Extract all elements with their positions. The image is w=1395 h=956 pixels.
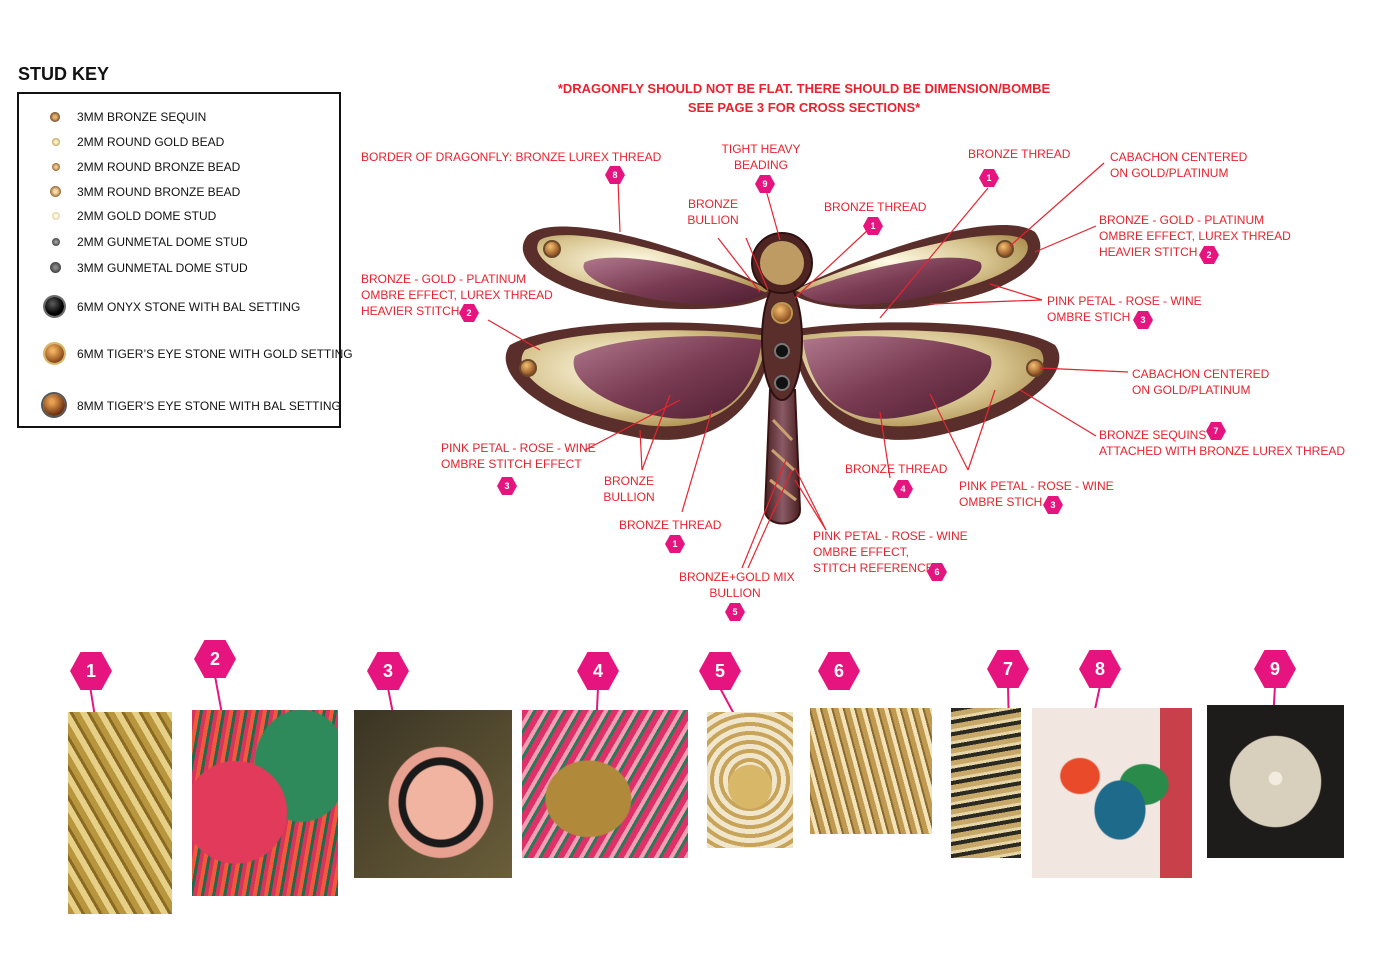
- lower-left-wing: [505, 322, 775, 440]
- gunmetal-dome-stud-large-icon: [50, 262, 61, 273]
- stud-key-label: 3MM BRONZE SEQUIN: [77, 110, 207, 124]
- dragonfly-body: [751, 232, 813, 525]
- callout-badge: 4: [893, 480, 913, 498]
- stud-key-item: 3MM GUNMETAL DOME STUD: [19, 259, 339, 279]
- callout-badge: 2: [1199, 246, 1219, 264]
- gold-dome-stud-icon: [52, 212, 60, 220]
- pink-petal-stitch-sample-photo: [354, 710, 512, 878]
- stud-key-label: 8MM TIGER’S EYE STONE WITH BAL SETTING: [77, 399, 341, 413]
- pearl-beading-sample-photo: [1207, 705, 1344, 858]
- stud-key-item: 3MM ROUND BRONZE BEAD: [19, 183, 339, 203]
- tigers-eye-bal-icon: [43, 394, 65, 416]
- stud-key-label: 3MM GUNMETAL DOME STUD: [77, 261, 248, 275]
- callout-badge: 8: [605, 166, 625, 184]
- stud-key-item: 8MM TIGER’S EYE STONE WITH BAL SETTING: [19, 394, 341, 417]
- callout-badge: 3: [1133, 311, 1153, 329]
- callout-bronze-thread-bottom-left: BRONZE THREAD: [619, 518, 722, 532]
- warning-line: *DRAGONFLY SHOULD NOT BE FLAT. THERE SHO…: [557, 81, 1051, 96]
- callout-bronze-thread-bottom-mid: BRONZE THREAD: [845, 462, 948, 476]
- upper-right-wing: [790, 224, 1041, 310]
- lower-right-wing: [790, 322, 1060, 440]
- stud-key-item: 2MM GUNMETAL DOME STUD: [19, 233, 339, 253]
- stud-key-item: 3MM BRONZE SEQUIN: [19, 108, 339, 128]
- callout-bronze-thread-right: BRONZE THREAD: [968, 147, 1071, 161]
- stud-key-label: 3MM ROUND BRONZE BEAD: [77, 185, 241, 199]
- callout-badge: 9: [755, 175, 775, 193]
- stud-key-label: 6MM ONYX STONE WITH BAL SETTING: [77, 300, 301, 314]
- bronze-thread-floral-sample-photo: [522, 710, 688, 858]
- mix-bullion-sample-photo: [707, 712, 793, 848]
- callout-badge: 3: [497, 477, 517, 495]
- gold-bead-icon: [52, 138, 60, 146]
- stitch-reference-sample-photo: [810, 708, 932, 834]
- lurex-border-dragon-sample-photo: [1032, 708, 1192, 878]
- upper-left-wing: [522, 226, 775, 310]
- callout-border-lurex: BORDER OF DRAGONFLY: BRONZE LUREX THREAD: [361, 150, 662, 164]
- callout-badge: 1: [979, 169, 999, 187]
- stud-key-label: 2MM ROUND BRONZE BEAD: [77, 160, 241, 174]
- stud-key-item: 6MM ONYX STONE WITH BAL SETTING: [19, 297, 339, 318]
- callout-bronze-thread-top: BRONZE THREAD: [824, 200, 927, 214]
- callout-badge: 5: [725, 603, 745, 621]
- bronze-bead-large-icon: [50, 186, 61, 197]
- stud-key-item: 2MM GOLD DOME STUD: [19, 207, 339, 227]
- stud-key-label: 2MM GOLD DOME STUD: [77, 209, 217, 223]
- stud-key-item: 2MM ROUND BRONZE BEAD: [19, 158, 339, 178]
- stud-key-label: 2MM ROUND GOLD BEAD: [77, 135, 225, 149]
- bronze-sequin-sample-photo: [951, 708, 1021, 858]
- tigers-eye-gold-icon: [45, 344, 64, 363]
- callout-badge: 3: [1043, 496, 1063, 514]
- stud-key-item: 2MM ROUND GOLD BEAD: [19, 133, 339, 153]
- ombre-lurex-sample-photo: [192, 710, 338, 896]
- stud-key-label: 2MM GUNMETAL DOME STUD: [77, 235, 248, 249]
- bronze-bead-icon: [52, 163, 60, 171]
- bronze-thread-sample-photo: [68, 712, 172, 914]
- stud-key-box: 3MM BRONZE SEQUIN 2MM ROUND GOLD BEAD 2M…: [17, 92, 353, 428]
- dimension-warning: *DRAGONFLY SHOULD NOT BE FLAT. THERE SHO…: [470, 79, 1138, 117]
- stud-key-item: 6MM TIGER’S EYE STONE WITH GOLD SETTING: [19, 344, 353, 365]
- stud-key-label: 6MM TIGER’S EYE STONE WITH GOLD SETTING: [77, 347, 353, 361]
- callout-badge: 2: [459, 304, 479, 322]
- bronze-sequin-icon: [50, 112, 60, 122]
- callout-badge: 6: [927, 563, 947, 581]
- gunmetal-dome-stud-icon: [52, 238, 60, 246]
- callout-badge: 1: [863, 217, 883, 235]
- warning-line: SEE PAGE 3 FOR CROSS SECTIONS*: [687, 100, 921, 115]
- callout-badge: 7: [1206, 422, 1226, 440]
- callout-badge: 1: [665, 535, 685, 553]
- stud-key-title: STUD KEY: [18, 64, 110, 84]
- onyx-stone-icon: [45, 297, 64, 316]
